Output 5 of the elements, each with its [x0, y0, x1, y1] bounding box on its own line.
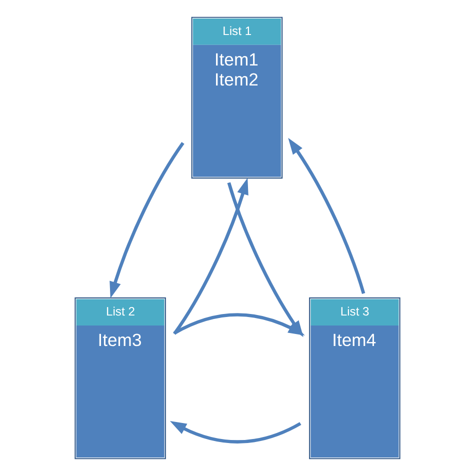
arrow — [173, 313, 304, 336]
arrow — [288, 138, 365, 294]
arrow — [169, 420, 301, 444]
arrow — [109, 142, 184, 298]
arrow — [172, 178, 248, 335]
